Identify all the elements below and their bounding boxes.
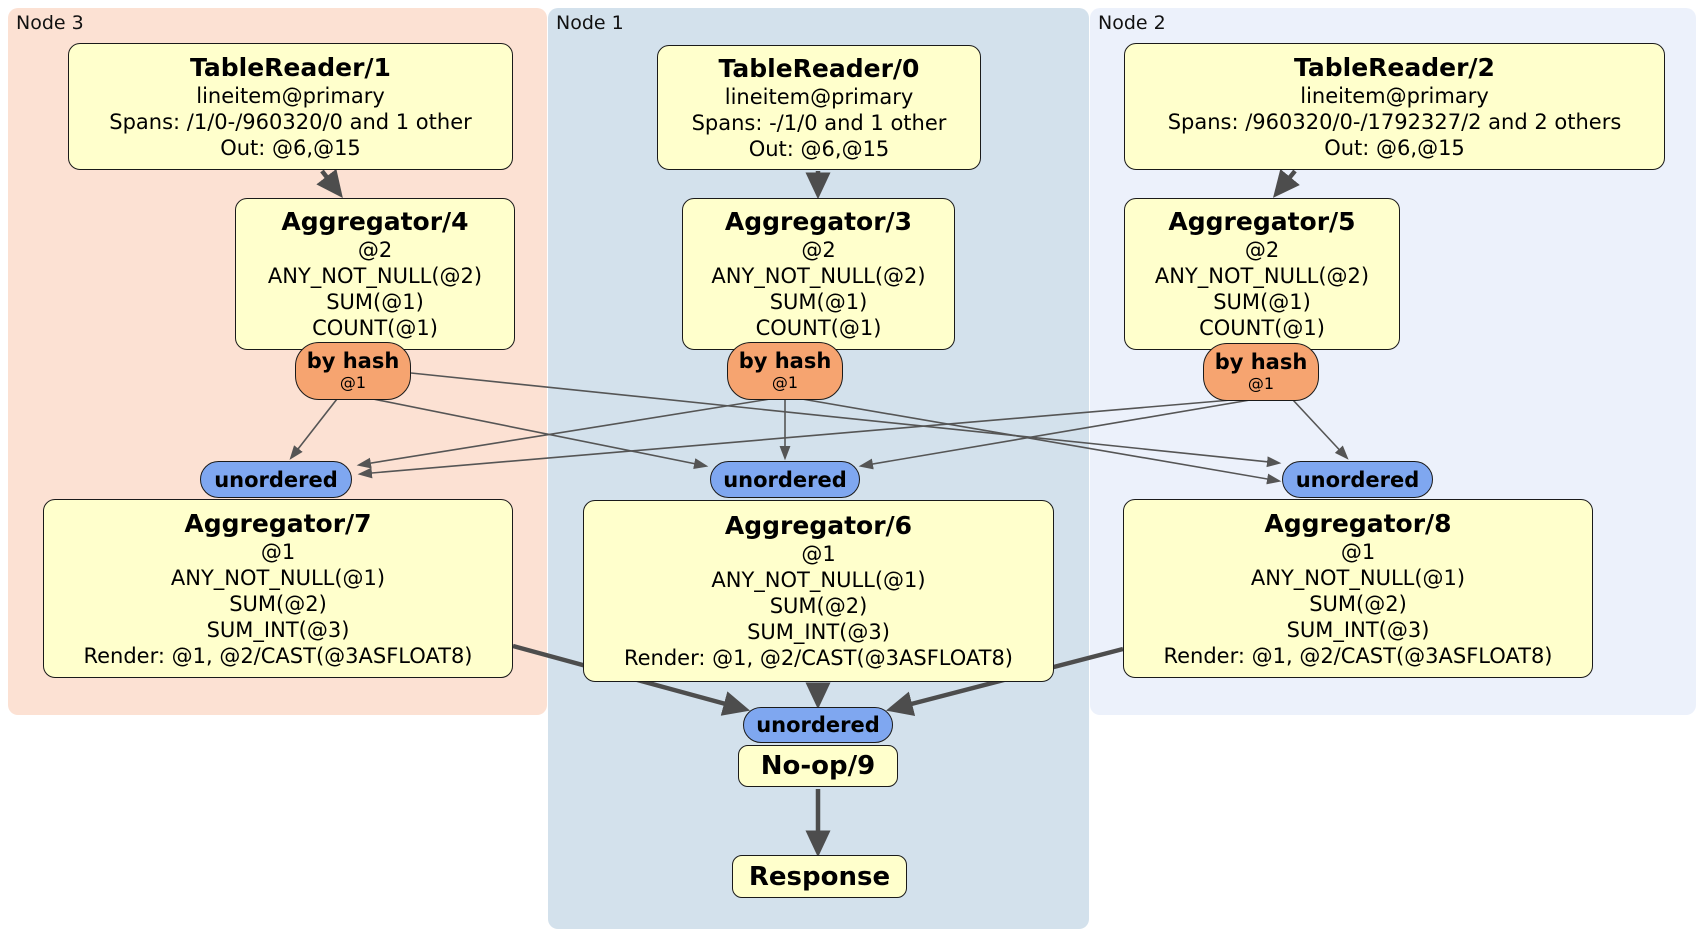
processor-detail-line: Spans: /1/0-/960320/0 and 1 other xyxy=(109,109,472,134)
processor-aggregator-8: Aggregator/8 @1 ANY_NOT_NULL(@1) SUM(@2)… xyxy=(1123,499,1593,678)
router-sublabel: @1 xyxy=(339,373,367,392)
stream-unordered-node1: unordered xyxy=(710,461,860,498)
router-by-hash-node3: by hash @1 xyxy=(295,342,411,400)
stream-unordered-node3: unordered xyxy=(200,461,352,498)
processor-title: Response xyxy=(748,861,891,892)
processor-detail-line: @1 xyxy=(1340,539,1376,564)
processor-aggregator-4: Aggregator/4 @2 ANY_NOT_NULL(@2) SUM(@1)… xyxy=(235,198,515,350)
processor-detail-line: @1 xyxy=(801,542,836,566)
processor-detail-line: COUNT(@1) xyxy=(1199,316,1325,340)
edge-byhash1-unordered2 xyxy=(801,398,1282,485)
router-label: by hash xyxy=(738,349,832,373)
processor-detail-line: SUM(@2) xyxy=(769,594,868,618)
processor-detail-line: SUM_INT(@3) xyxy=(206,617,350,642)
processor-tablereader-2: TableReader/2 lineitem@primary Spans: /9… xyxy=(1124,43,1665,170)
processor-title: TableReader/1 xyxy=(190,52,391,82)
processor-detail-line: @2 xyxy=(357,238,393,262)
processor-detail-line: ANY_NOT_NULL(@1) xyxy=(1250,565,1466,590)
edge-byhash3-unordered1 xyxy=(372,398,709,469)
processor-detail-line: COUNT(@1) xyxy=(312,316,438,340)
processor-title: Aggregator/3 xyxy=(724,207,913,236)
processor-detail-line: Render: @1, @2/CAST(@3ASFLOAT8) xyxy=(83,643,473,668)
processor-title: Aggregator/5 xyxy=(1168,207,1356,236)
edge-tablereader1-aggregator4 xyxy=(316,168,343,198)
router-label: by hash xyxy=(1214,350,1308,374)
processor-detail-line: ANY_NOT_NULL(@2) xyxy=(711,264,926,288)
processor-detail-line: ANY_NOT_NULL(@1) xyxy=(711,568,926,592)
processor-detail-line: SUM(@1) xyxy=(326,290,424,314)
processor-detail-line: Spans: /960320/0-/1792327/2 and 2 others xyxy=(1167,109,1622,134)
processor-detail-line: Render: @1, @2/CAST(@3ASFLOAT8) xyxy=(1163,643,1553,668)
processor-detail-line: Out: @6,@15 xyxy=(748,136,890,161)
processor-detail-line: SUM(@2) xyxy=(229,591,327,616)
processor-detail-line: lineitem@primary xyxy=(1300,83,1489,108)
router-label: by hash xyxy=(306,349,400,373)
region-node1-label: Node 1 xyxy=(556,12,624,34)
stream-label: unordered xyxy=(723,467,847,492)
edge-byhash2-unordered1 xyxy=(858,399,1251,470)
processor-title: No-op/9 xyxy=(760,751,876,781)
processor-tablereader-0: TableReader/0 lineitem@primary Spans: -/… xyxy=(657,45,981,170)
router-by-hash-node1: by hash @1 xyxy=(727,342,843,400)
edge-byhash2-unordered2 xyxy=(1292,399,1349,460)
edge-byhash3-unordered2 xyxy=(410,372,1282,468)
processor-noop-9: No-op/9 xyxy=(738,745,898,787)
processor-aggregator-5: Aggregator/5 @2 ANY_NOT_NULL(@2) SUM(@1)… xyxy=(1124,198,1400,350)
processor-title: Aggregator/4 xyxy=(281,207,469,236)
processor-title: TableReader/0 xyxy=(718,53,920,83)
region-node2-label: Node 2 xyxy=(1098,12,1166,34)
region-node3-label: Node 3 xyxy=(16,12,84,34)
processor-detail-line: Out: @6,@15 xyxy=(220,135,361,160)
processor-detail-line: @2 xyxy=(801,238,836,262)
processor-response: Response xyxy=(732,855,907,898)
processor-tablereader-1: TableReader/1 lineitem@primary Spans: /1… xyxy=(68,43,513,170)
router-sublabel: @1 xyxy=(1247,374,1275,393)
stream-label: unordered xyxy=(214,467,338,492)
processor-detail-line: @1 xyxy=(260,539,296,564)
processor-detail-line: SUM(@1) xyxy=(1213,290,1311,314)
processor-detail-line: lineitem@primary xyxy=(196,83,385,108)
processor-detail-line: @2 xyxy=(1244,238,1280,262)
processor-detail-line: Spans: -/1/0 and 1 other xyxy=(691,110,947,135)
stream-label: unordered xyxy=(1295,467,1420,492)
edge-byhash1-unordered3 xyxy=(356,398,771,469)
processor-detail-line: Out: @6,@15 xyxy=(1324,135,1465,160)
processor-title: Aggregator/7 xyxy=(184,508,372,538)
stream-unordered-final: unordered xyxy=(743,707,893,743)
processor-detail-line: ANY_NOT_NULL(@1) xyxy=(170,565,386,590)
processor-detail-line: Render: @1, @2/CAST(@3ASFLOAT8) xyxy=(623,646,1014,670)
processor-aggregator-3: Aggregator/3 @2 ANY_NOT_NULL(@2) SUM(@1)… xyxy=(682,198,955,350)
stream-label: unordered xyxy=(756,713,880,737)
edge-byhash3-unordered3 xyxy=(289,398,338,460)
processor-aggregator-7: Aggregator/7 @1 ANY_NOT_NULL(@1) SUM(@2)… xyxy=(43,499,513,678)
processor-detail-line: ANY_NOT_NULL(@2) xyxy=(267,264,483,288)
processor-detail-line: ANY_NOT_NULL(@2) xyxy=(1154,264,1370,288)
router-by-hash-node2: by hash @1 xyxy=(1203,343,1319,401)
processor-title: Aggregator/8 xyxy=(1264,508,1452,538)
edge-tablereader2-aggregator5 xyxy=(1273,169,1300,198)
processor-detail-line: lineitem@primary xyxy=(724,84,914,109)
processor-detail-line: COUNT(@1) xyxy=(755,316,882,340)
processor-title: Aggregator/6 xyxy=(724,511,913,540)
processor-aggregator-6: Aggregator/6 @1 ANY_NOT_NULL(@1) SUM(@2)… xyxy=(583,500,1054,682)
processor-title: TableReader/2 xyxy=(1294,52,1495,82)
router-sublabel: @1 xyxy=(771,373,799,392)
edge-byhash2-unordered3 xyxy=(357,398,1244,479)
processor-detail-line: SUM(@2) xyxy=(1309,591,1407,616)
processor-detail-line: SUM_INT(@3) xyxy=(1286,617,1430,642)
stream-unordered-node2: unordered xyxy=(1282,461,1433,498)
processor-detail-line: SUM_INT(@3) xyxy=(747,620,890,644)
processor-detail-line: SUM(@1) xyxy=(769,290,868,314)
